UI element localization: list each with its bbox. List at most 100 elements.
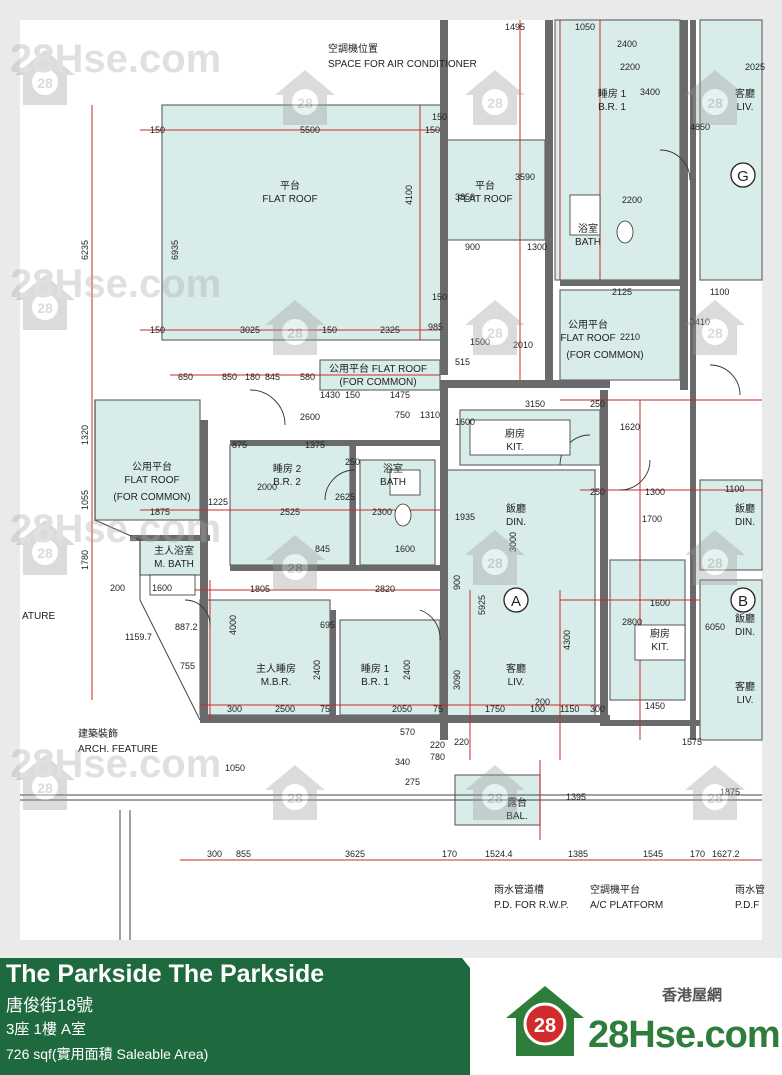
watermark-number: 28	[487, 325, 503, 341]
common-roof-right-fill	[559, 289, 681, 381]
dimension-value: 1600	[152, 583, 172, 593]
unit-marker-labels: A B G	[511, 168, 749, 610]
watermark-number: 28	[287, 560, 303, 576]
dimension-value: 1627.2	[712, 849, 740, 859]
dimension-value: 755	[180, 661, 195, 671]
dimension-value: 1310	[420, 410, 440, 420]
room-label-zh: 主人浴室	[154, 544, 194, 557]
wall	[600, 720, 700, 726]
watermark-badge-icon	[30, 67, 60, 97]
watermark-badge-icon	[290, 87, 320, 117]
watermark-house-icon	[265, 300, 325, 355]
dimension-value: 1545	[643, 849, 663, 859]
callout-label-en: SPACE FOR AIR CONDITIONER	[328, 59, 477, 70]
dimension-value: 985	[428, 322, 443, 332]
room-label-zh: 浴室	[383, 462, 403, 475]
wall	[230, 565, 445, 571]
dimension-value: 75	[320, 704, 330, 714]
room-label-zh: 飯廳	[735, 612, 755, 625]
unit-marker-b	[730, 587, 756, 613]
watermark-badge-icon	[280, 552, 310, 582]
dimension-value: 5925	[477, 595, 487, 615]
unit-marker-g	[730, 162, 756, 188]
din-b-fill	[699, 479, 763, 571]
dimension-value: 1300	[645, 487, 665, 497]
dimension-value: 900	[465, 242, 480, 252]
callout-label-en: A/C PLATFORM	[590, 900, 663, 911]
dimension-value: 170	[442, 849, 457, 859]
dimension-value: 1320	[80, 425, 90, 445]
wall	[200, 715, 610, 723]
watermark-house-icon	[685, 765, 745, 820]
dimension-value: 695	[320, 620, 335, 630]
brand-logo[interactable]: 28 香港屋網 28Hse.com	[500, 964, 782, 1072]
watermark-badge-icon	[280, 317, 310, 347]
dimension-value: 875	[232, 440, 247, 450]
dimension-value: 1430	[320, 390, 340, 400]
watermark-number: 28	[37, 545, 53, 561]
watermark-house-icon	[465, 530, 525, 585]
dimension-value: 2025	[745, 62, 765, 72]
watermark-badge-icon	[480, 547, 510, 577]
wall	[560, 280, 685, 286]
watermark-number: 28	[287, 325, 303, 341]
fixtures	[149, 194, 686, 661]
wall	[680, 20, 688, 390]
dimension-value: 150	[432, 112, 447, 122]
watermark-number: 28	[487, 95, 503, 111]
room-label-en: FLAT ROOF	[560, 333, 615, 344]
house-logo-icon: 28	[506, 986, 584, 1056]
dimension-value: 100	[530, 704, 545, 714]
watermark-house-icon	[685, 70, 745, 125]
watermark-number: 28	[37, 75, 53, 91]
watermark-badge-icon	[480, 87, 510, 117]
watermark-number: 28	[37, 300, 53, 316]
room-label-en: FLAT ROOF	[262, 194, 317, 205]
watermark-number: 28	[707, 325, 723, 341]
dimension-value: 150	[150, 125, 165, 135]
dimension-value: 3090	[452, 670, 462, 690]
dimension-value: 1524.4	[485, 849, 513, 859]
room-label-zh: 浴室	[578, 222, 598, 235]
doors	[184, 149, 741, 641]
watermark-number: 28	[297, 95, 313, 111]
dimension-value: 1395	[566, 792, 586, 802]
dimension-value: 900	[452, 575, 462, 590]
watermark-house-icon	[265, 535, 325, 590]
dimension-value: 1750	[485, 704, 505, 714]
logo-number: 28	[534, 1015, 556, 1037]
dimension-value: 1225	[208, 497, 228, 507]
room-label-zh: 公用平台 FLAT ROOF	[329, 362, 427, 375]
dimension-value: 2600	[300, 412, 320, 422]
watermark-word: 28Hse.com	[10, 262, 221, 306]
room-label-zh: 平台	[280, 179, 300, 192]
dimension-value: 220	[454, 737, 469, 747]
dimension-value: 3400	[640, 87, 660, 97]
dimension-value: 1300	[527, 242, 547, 252]
watermark: 28	[685, 765, 745, 820]
room-label-zh: 飯廳	[506, 502, 526, 515]
wall	[350, 445, 356, 570]
watermark: 28	[685, 530, 745, 585]
dimension-value: 300	[227, 704, 242, 714]
unit-markers	[503, 162, 756, 613]
dimension-value: 580	[300, 372, 315, 382]
room-label-en: LIV.	[737, 102, 754, 113]
facade-lines	[20, 400, 762, 940]
room-label-en: BAL.	[506, 811, 528, 822]
callout-label-zh: ATURE	[22, 611, 55, 622]
dimension-value: 4850	[690, 122, 710, 132]
room-label-en: (FOR COMMON)	[339, 377, 416, 388]
brand-wordmark: 28Hse.com	[588, 1014, 781, 1056]
room-label-en: BATH	[575, 237, 601, 248]
dimension-value: 300	[590, 704, 605, 714]
watermark: 28	[685, 70, 745, 125]
dimension-value: 1500	[470, 337, 490, 347]
watermark-badge-icon	[700, 782, 730, 812]
dimension-value: 3000	[508, 532, 518, 552]
dimension-value: 1875	[150, 507, 170, 517]
dimension-value: 2125	[612, 287, 632, 297]
callout-label-en: P.D.F	[735, 900, 759, 911]
